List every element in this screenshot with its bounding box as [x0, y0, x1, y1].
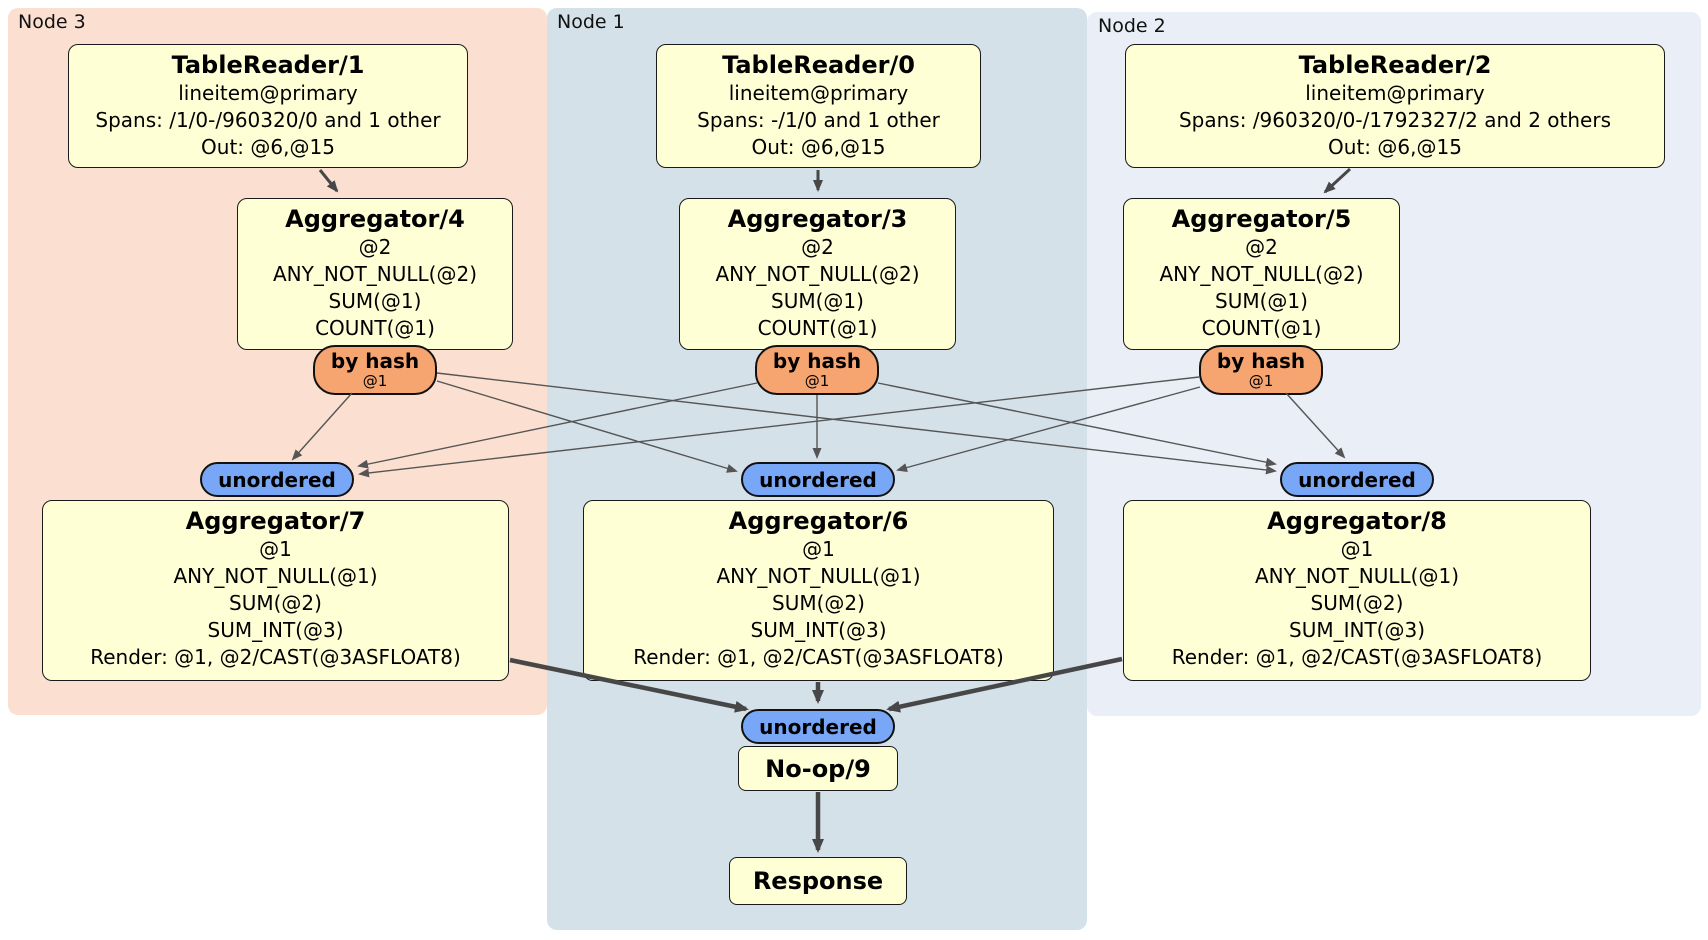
tablereader-0-title: TableReader/0 [722, 51, 915, 79]
aggregator-5-title: Aggregator/5 [1171, 205, 1352, 233]
by-hash-router-4: by hash @1 [313, 345, 437, 395]
aggregator-4-group: @2 [358, 235, 392, 259]
aggregator-8-title: Aggregator/8 [1267, 507, 1447, 535]
aggregator-3-fn2: SUM(@1) [771, 289, 864, 313]
aggregator-8-box: Aggregator/8 @1 ANY_NOT_NULL(@1) SUM(@2)… [1123, 500, 1591, 681]
unordered-sync-9-label: unordered [759, 714, 877, 739]
aggregator-4-fn3: COUNT(@1) [315, 316, 435, 340]
aggregator-5-fn3: COUNT(@1) [1201, 316, 1322, 340]
by-hash-router-3-detail: @1 [804, 372, 830, 390]
by-hash-router-4-detail: @1 [362, 372, 388, 390]
aggregator-6-title: Aggregator/6 [728, 507, 909, 535]
tablereader-0-box: TableReader/0 lineitem@primary Spans: -/… [656, 44, 981, 168]
aggregator-3-title: Aggregator/3 [727, 205, 908, 233]
unordered-sync-7: unordered [200, 462, 354, 497]
tablereader-1-title: TableReader/1 [171, 51, 365, 79]
by-hash-router-4-label: by hash [330, 349, 420, 373]
tablereader-1-out: Out: @6,@15 [201, 135, 335, 159]
noop-9-title: No-op/9 [765, 754, 871, 783]
aggregator-6-fn1: ANY_NOT_NULL(@1) [716, 564, 921, 588]
aggregator-4-title: Aggregator/4 [285, 205, 465, 233]
aggregator-7-fn3: SUM_INT(@3) [207, 618, 344, 642]
aggregator-7-box: Aggregator/7 @1 ANY_NOT_NULL(@1) SUM(@2)… [42, 500, 509, 681]
tablereader-1-spans: Spans: /1/0-/960320/0 and 1 other [95, 108, 441, 132]
tablereader-1-index: lineitem@primary [178, 81, 358, 105]
tablereader-2-out: Out: @6,@15 [1328, 135, 1462, 159]
by-hash-router-5-label: by hash [1216, 349, 1306, 373]
aggregator-4-fn1: ANY_NOT_NULL(@2) [273, 262, 477, 286]
by-hash-router-5-detail: @1 [1248, 372, 1274, 390]
unordered-sync-9: unordered [741, 709, 895, 744]
aggregator-4-box: Aggregator/4 @2 ANY_NOT_NULL(@2) SUM(@1)… [237, 198, 513, 350]
aggregator-6-fn2: SUM(@2) [772, 591, 865, 615]
response-box: Response [729, 857, 907, 905]
aggregator-8-fn1: ANY_NOT_NULL(@1) [1255, 564, 1459, 588]
noop-9-box: No-op/9 [738, 746, 898, 791]
aggregator-5-box: Aggregator/5 @2 ANY_NOT_NULL(@2) SUM(@1)… [1123, 198, 1400, 350]
aggregator-8-group: @1 [1340, 537, 1374, 561]
aggregator-5-fn1: ANY_NOT_NULL(@2) [1159, 262, 1364, 286]
tablereader-2-title: TableReader/2 [1298, 51, 1492, 79]
tablereader-2-spans: Spans: /960320/0-/1792327/2 and 2 others [1178, 108, 1611, 132]
aggregator-3-fn3: COUNT(@1) [757, 316, 878, 340]
unordered-sync-8: unordered [1280, 462, 1434, 497]
tablereader-2-index: lineitem@primary [1305, 81, 1485, 105]
node2-label: Node 2 [1098, 15, 1166, 37]
unordered-sync-8-label: unordered [1298, 467, 1416, 492]
aggregator-8-render: Render: @1, @2/CAST(@3ASFLOAT8) [1171, 645, 1543, 669]
tablereader-2-box: TableReader/2 lineitem@primary Spans: /9… [1125, 44, 1665, 168]
aggregator-3-group: @2 [801, 235, 834, 259]
aggregator-8-fn2: SUM(@2) [1310, 591, 1404, 615]
aggregator-6-fn3: SUM_INT(@3) [750, 618, 887, 642]
unordered-sync-6-label: unordered [759, 467, 877, 492]
aggregator-3-box: Aggregator/3 @2 ANY_NOT_NULL(@2) SUM(@1)… [679, 198, 956, 350]
response-title: Response [752, 867, 884, 895]
aggregator-7-fn2: SUM(@2) [229, 591, 322, 615]
unordered-sync-7-label: unordered [218, 467, 336, 492]
aggregator-7-title: Aggregator/7 [185, 507, 366, 535]
aggregator-6-group: @1 [802, 537, 835, 561]
aggregator-7-render: Render: @1, @2/CAST(@3ASFLOAT8) [90, 645, 461, 669]
unordered-sync-6: unordered [741, 462, 895, 497]
aggregator-6-box: Aggregator/6 @1 ANY_NOT_NULL(@1) SUM(@2)… [583, 500, 1054, 681]
tablereader-0-index: lineitem@primary [728, 81, 909, 105]
aggregator-5-fn2: SUM(@1) [1215, 289, 1308, 313]
aggregator-5-group: @2 [1245, 235, 1278, 259]
aggregator-6-render: Render: @1, @2/CAST(@3ASFLOAT8) [633, 645, 1004, 669]
by-hash-router-5: by hash @1 [1199, 345, 1323, 395]
by-hash-router-3: by hash @1 [755, 345, 879, 395]
aggregator-8-fn3: SUM_INT(@3) [1289, 618, 1425, 642]
tablereader-0-out: Out: @6,@15 [751, 135, 886, 159]
tablereader-1-box: TableReader/1 lineitem@primary Spans: /1… [68, 44, 468, 168]
node3-label: Node 3 [18, 11, 86, 33]
aggregator-3-fn1: ANY_NOT_NULL(@2) [715, 262, 920, 286]
node1-label: Node 1 [557, 11, 625, 33]
aggregator-7-fn1: ANY_NOT_NULL(@1) [173, 564, 378, 588]
by-hash-router-3-label: by hash [772, 349, 862, 373]
tablereader-0-spans: Spans: -/1/0 and 1 other [697, 108, 940, 132]
aggregator-7-group: @1 [259, 537, 292, 561]
aggregator-4-fn2: SUM(@1) [328, 289, 422, 313]
